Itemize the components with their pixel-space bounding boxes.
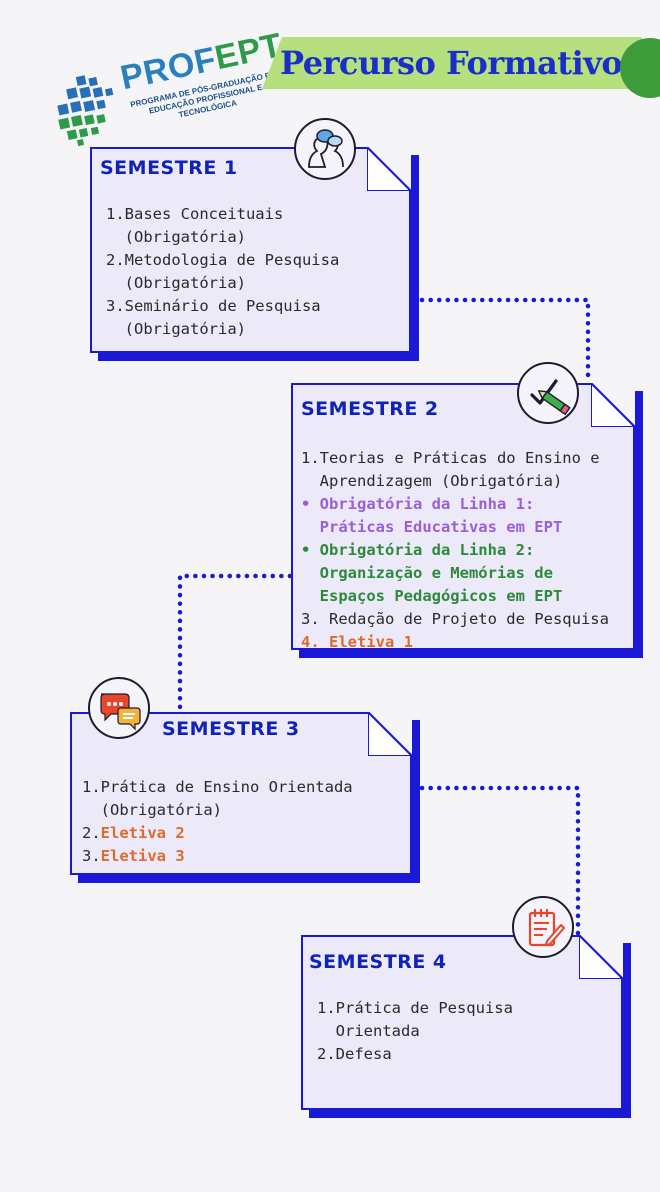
course-item: 4. Eletiva 1	[301, 633, 413, 651]
course-name: Eletiva 2	[100, 824, 185, 842]
course-item: 2.Defesa	[317, 1045, 392, 1063]
profept-logo: PROFEPT PROGRAMA DE PÓS-GRADUAÇÃO EM EDU…	[29, 18, 292, 178]
course-list: 1.Bases Conceituais (Obrigatória) 2.Meto…	[106, 203, 339, 341]
course-number: 3.	[82, 847, 101, 865]
card-body	[70, 712, 412, 875]
course-item: 1.Prática de Pesquisa	[317, 999, 513, 1017]
semester-title: SEMESTRE 4	[309, 951, 447, 973]
course-item: Aprendizagem (Obrigatória)	[301, 472, 563, 490]
logo-squares-icon	[57, 75, 114, 147]
chat-bubbles-icon	[88, 677, 150, 739]
course-item: Orientada	[317, 1022, 420, 1040]
course-list: 1.Prática de Pesquisa Orientada 2.Defesa	[317, 997, 513, 1066]
course-item: Organização e Memórias de	[301, 564, 553, 582]
semester-title: SEMESTRE 2	[301, 398, 439, 420]
course-item: 3. Redação de Projeto de Pesquisa	[301, 610, 609, 628]
course-item: (Obrigatória)	[106, 320, 246, 338]
title-banner	[262, 37, 642, 89]
card-body	[90, 147, 411, 353]
semester-title: SEMESTRE 1	[100, 157, 238, 179]
card-fold	[367, 147, 411, 191]
course-item: 2.Metodologia de Pesquisa	[106, 251, 340, 269]
card-fold	[591, 383, 635, 427]
card-body	[291, 383, 635, 650]
course-item: 2.Eletiva 2	[82, 822, 353, 845]
title-banner-cap	[620, 38, 660, 98]
course-list: 1.Teorias e Práticas do Ensino e Aprendi…	[301, 447, 609, 654]
semester-card-4: SEMESTRE 4 1.Prática de Pesquisa Orienta…	[301, 935, 623, 1110]
card-fold	[579, 935, 623, 979]
checkmark-pencil-icon	[517, 362, 579, 424]
course-item: (Obrigatória)	[82, 801, 222, 819]
course-list: 1.Prática de Ensino Orientada (Obrigatór…	[82, 776, 353, 868]
course-item: 1.Bases Conceituais	[106, 205, 284, 223]
course-item: (Obrigatória)	[106, 274, 246, 292]
course-number: 2.	[82, 824, 101, 842]
course-item: • Obrigatória da Linha 2:	[301, 541, 535, 559]
card-fold	[368, 712, 412, 756]
semester-card-2: SEMESTRE 2 1.Teorias e Práticas do Ensin…	[291, 383, 635, 651]
notepad-pencil-icon	[512, 896, 574, 958]
course-item: (Obrigatória)	[106, 228, 246, 246]
semester-title: SEMESTRE 3	[162, 718, 300, 740]
course-item: 3.Eletiva 3	[82, 845, 353, 868]
page-title: Percurso Formativo	[280, 44, 623, 82]
semester-card-3: SEMESTRE 3 1.Prática de Ensino Orientada…	[70, 712, 412, 875]
course-item: 1.Teorias e Práticas do Ensino e	[301, 449, 600, 467]
connector-s2-s3	[177, 573, 293, 711]
course-item: Práticas Educativas em EPT	[301, 518, 563, 536]
card-body	[301, 935, 623, 1110]
semester-card-1: SEMESTRE 1 1.Bases Conceituais (Obrigató…	[90, 147, 411, 353]
course-item: Espaços Pedagógicos em EPT	[301, 587, 563, 605]
course-item: 1.Prática de Ensino Orientada	[82, 778, 353, 796]
conversation-heads-icon	[294, 118, 356, 180]
connector-s3-s4	[419, 785, 581, 937]
course-item: 3.Seminário de Pesquisa	[106, 297, 321, 315]
course-name: Eletiva 3	[100, 847, 185, 865]
course-item: • Obrigatória da Linha 1:	[301, 495, 535, 513]
